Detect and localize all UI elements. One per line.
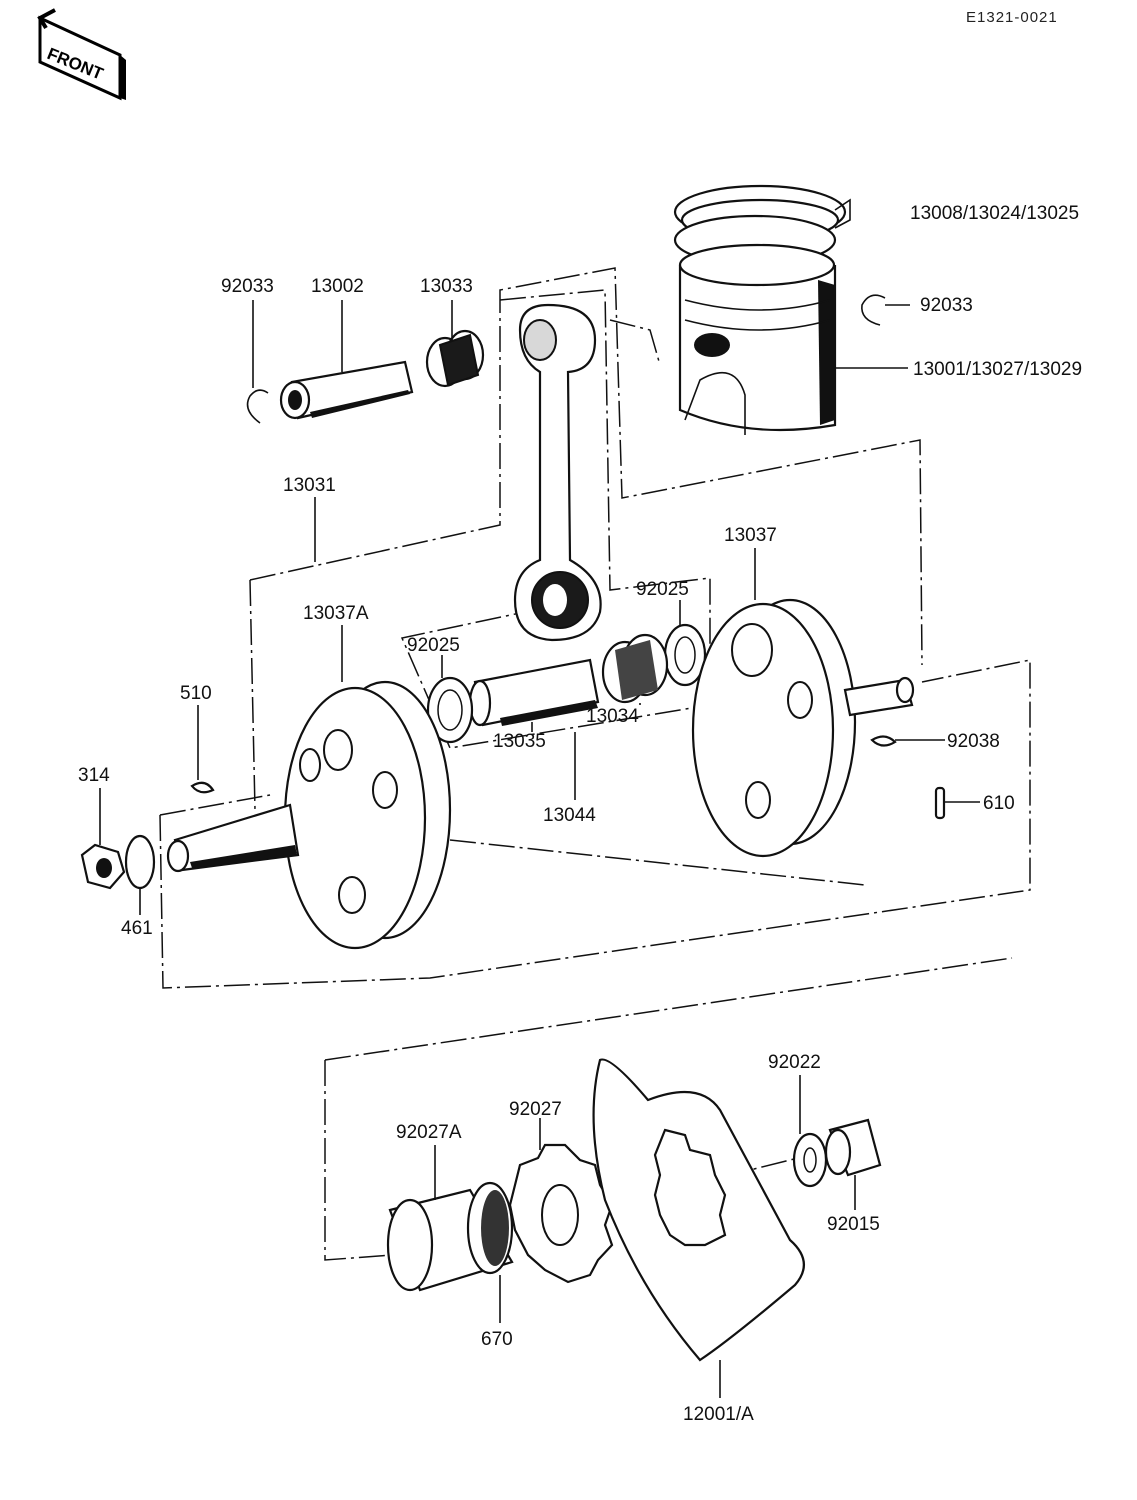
- label-washer-left: 92025: [407, 635, 460, 656]
- thrust-washer-right: [663, 623, 707, 687]
- label-lock-washer: 461: [121, 918, 153, 939]
- label-big-end-bearing: 13034: [586, 706, 639, 727]
- label-key-left: 510: [180, 683, 212, 704]
- label-circlip-right: 92033: [920, 295, 973, 316]
- label-washer-right: 92025: [636, 579, 689, 600]
- label-gear: 12001/A: [683, 1404, 754, 1425]
- label-crankshaft-assy: 13031: [283, 475, 336, 496]
- thrust-washer-left: [426, 676, 474, 744]
- diagram-code: E1321-0021: [966, 9, 1058, 26]
- crank-pin: [468, 658, 600, 727]
- front-arrow-icon: [37, 8, 126, 101]
- big-end-bearing: [601, 633, 669, 704]
- key-right: [870, 735, 897, 747]
- label-small-end-bearing: 13033: [420, 276, 473, 297]
- shaft-right: [843, 676, 915, 717]
- gear: [592, 1058, 805, 1362]
- label-nut-92015: 92015: [827, 1214, 880, 1235]
- label-washer-92022: 92022: [768, 1052, 821, 1073]
- pin: [934, 786, 946, 820]
- label-ring-set: 13008/13024/13025: [910, 203, 1079, 224]
- small-end-bearing: [425, 329, 485, 388]
- circlip-left: [246, 389, 269, 424]
- key-left: [190, 781, 215, 794]
- label-key-right: 92038: [947, 731, 1000, 752]
- label-collar: 92027A: [396, 1122, 462, 1143]
- collar: [386, 1181, 514, 1292]
- circlip-right: [861, 294, 886, 326]
- sprocket: [508, 1143, 614, 1284]
- label-pin: 610: [983, 793, 1015, 814]
- flywheel-left: [283, 680, 452, 950]
- callout-labels: 13008/13024/13025 92033 13001/13027/1302…: [78, 203, 1082, 1425]
- label-piston: 13001/13027/13029: [913, 359, 1082, 380]
- connecting-rod: [513, 303, 602, 642]
- piston: [678, 243, 837, 435]
- label-flywheel-right: 13037: [724, 525, 777, 546]
- label-sprocket: 92027: [509, 1099, 562, 1120]
- nut: [80, 843, 126, 890]
- flywheel-right: [691, 598, 857, 858]
- label-circlip-left: 92033: [221, 276, 274, 297]
- lock-washer: [124, 834, 156, 890]
- label-piston-pin: 13002: [311, 276, 364, 297]
- leader-lines: [99, 198, 980, 1398]
- label-oring: 670: [481, 1329, 513, 1350]
- piston-pin: [279, 360, 414, 420]
- nut-92015: [824, 1118, 882, 1177]
- shaft-left: [166, 803, 300, 873]
- label-conrod-assy: 13044: [543, 805, 596, 826]
- label-crank-pin: 13035: [493, 731, 546, 752]
- label-nut: 314: [78, 765, 110, 786]
- label-flywheel-left: 13037A: [303, 603, 369, 624]
